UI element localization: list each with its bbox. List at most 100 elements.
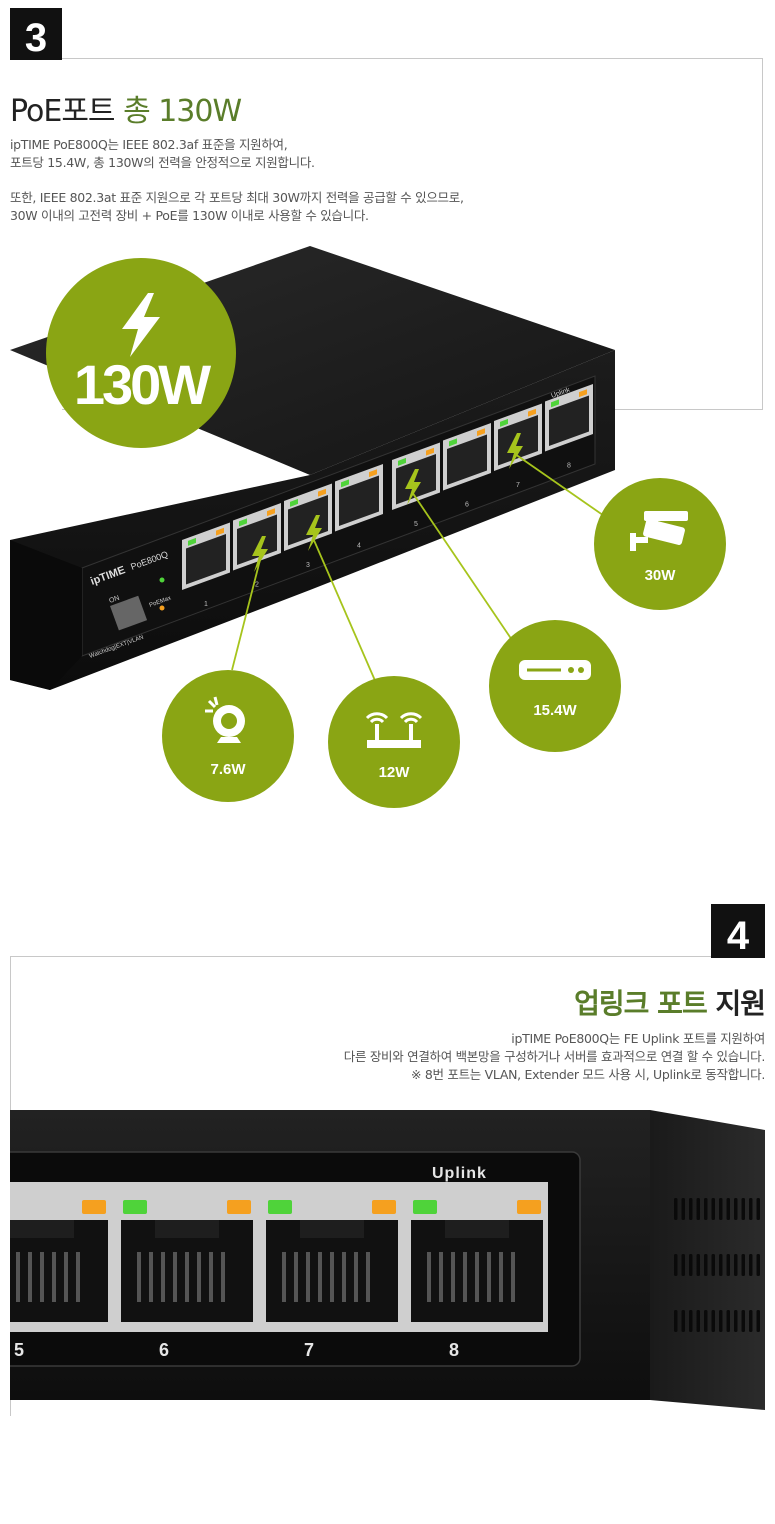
device-watts: 30W xyxy=(644,566,676,584)
port-led-green xyxy=(290,498,298,507)
vent-slot xyxy=(719,1310,723,1332)
vent-slot xyxy=(681,1198,685,1220)
total-power-value: 130W xyxy=(73,353,211,416)
vent-slot xyxy=(674,1198,678,1220)
port-pin xyxy=(161,1252,165,1302)
port-socket xyxy=(339,475,379,527)
port-latch xyxy=(10,1220,74,1238)
port-pin xyxy=(294,1252,298,1302)
title-highlight: 업링크 포트 xyxy=(574,987,708,1020)
port-number: 5 xyxy=(14,1340,24,1360)
port-pin xyxy=(149,1252,153,1302)
port-led-orange xyxy=(528,408,536,417)
connector-line xyxy=(231,559,261,671)
port-led-orange xyxy=(477,428,485,437)
port-pin xyxy=(16,1252,20,1302)
port-pin xyxy=(330,1252,334,1302)
vent-slot xyxy=(749,1310,753,1332)
bolt-icon xyxy=(122,293,160,357)
port-latch xyxy=(300,1220,364,1238)
vent-slot xyxy=(674,1254,678,1276)
vent-slot xyxy=(689,1198,693,1220)
device-badge-webcam: 7.6W xyxy=(162,670,294,802)
port-socket xyxy=(447,434,487,486)
vent-slot xyxy=(756,1198,760,1220)
poe-max-led xyxy=(159,605,165,611)
ethernet-port[interactable] xyxy=(545,384,593,452)
wifi-router-icon xyxy=(365,711,423,748)
port-pin xyxy=(185,1252,189,1302)
device-watts: 15.4W xyxy=(533,701,577,719)
port-number: 7 xyxy=(304,1340,314,1360)
port-number: 7 xyxy=(516,482,520,489)
port-led-orange xyxy=(372,1200,396,1214)
port-pin xyxy=(511,1252,515,1302)
port-pin xyxy=(173,1252,177,1302)
port-number: 4 xyxy=(357,543,361,550)
port-latch xyxy=(155,1220,219,1238)
port-led-orange xyxy=(227,1200,251,1214)
connector-line xyxy=(411,491,513,641)
port-pin xyxy=(451,1252,455,1302)
vent-slot xyxy=(681,1310,685,1332)
desc-line: 포트당 15.4W, 총 130W의 전력을 안정적으로 지원합니다. xyxy=(10,155,315,170)
dip-switch[interactable] xyxy=(110,595,148,631)
ethernet-port[interactable] xyxy=(335,464,383,532)
bolt-icon xyxy=(306,515,322,551)
vent-slot xyxy=(711,1198,715,1220)
connector-line xyxy=(514,453,611,521)
vent-slot xyxy=(719,1198,723,1220)
section-number-badge: 4 xyxy=(711,904,765,958)
port-pin xyxy=(487,1252,491,1302)
port-pin xyxy=(209,1252,213,1302)
ethernet-port[interactable] xyxy=(121,1200,253,1322)
bolt-icon xyxy=(405,469,421,505)
ethernet-port[interactable] xyxy=(411,1200,543,1322)
device-watts: 7.6W xyxy=(210,760,246,778)
ethernet-port[interactable] xyxy=(182,522,230,590)
port-number: 6 xyxy=(159,1340,169,1360)
port-pin xyxy=(137,1252,141,1302)
port-latch xyxy=(445,1220,509,1238)
desc-line: 또한, IEEE 802.3at 표준 지원으로 각 포트당 최대 30W까지 … xyxy=(10,190,464,205)
vent-slot xyxy=(719,1254,723,1276)
ethernet-port[interactable] xyxy=(233,503,281,571)
ethernet-port[interactable] xyxy=(10,1200,108,1322)
desc-line: 다른 장비와 연결하여 백본망을 구성하거나 서버를 효과적으로 연결 할 수 … xyxy=(343,1049,766,1064)
port-pin xyxy=(318,1252,322,1302)
port-led-green xyxy=(188,537,196,546)
device-watts: 12W xyxy=(378,763,410,781)
port-led-green xyxy=(341,479,349,488)
port-pin xyxy=(306,1252,310,1302)
vent-slot xyxy=(741,1198,745,1220)
port-led-green xyxy=(123,1200,147,1214)
vent-slot xyxy=(734,1254,738,1276)
total-power-badge: 130W xyxy=(46,258,236,448)
port-led-green xyxy=(398,457,406,466)
vent-slot xyxy=(741,1310,745,1332)
port-led-green xyxy=(268,1200,292,1214)
port-group xyxy=(10,1200,543,1322)
section4-title: 업링크 포트 지원 xyxy=(574,982,766,1022)
vent-slot xyxy=(689,1254,693,1276)
ethernet-port[interactable] xyxy=(443,423,491,491)
port-led-orange xyxy=(82,1200,106,1214)
port-number: 8 xyxy=(567,463,571,470)
port-pin xyxy=(499,1252,503,1302)
port-pin xyxy=(463,1252,467,1302)
vent-slot xyxy=(711,1310,715,1332)
port-pin xyxy=(427,1252,431,1302)
port-group xyxy=(182,384,593,590)
vent-slot xyxy=(704,1254,708,1276)
vent-slot xyxy=(734,1310,738,1332)
connector-line xyxy=(312,537,381,693)
ethernet-port[interactable] xyxy=(266,1200,398,1322)
section-number-badge: 3 xyxy=(10,8,62,60)
port-pin xyxy=(197,1252,201,1302)
port-pin xyxy=(28,1252,32,1302)
port-pin xyxy=(282,1252,286,1302)
ventilation-slots xyxy=(674,1198,760,1332)
